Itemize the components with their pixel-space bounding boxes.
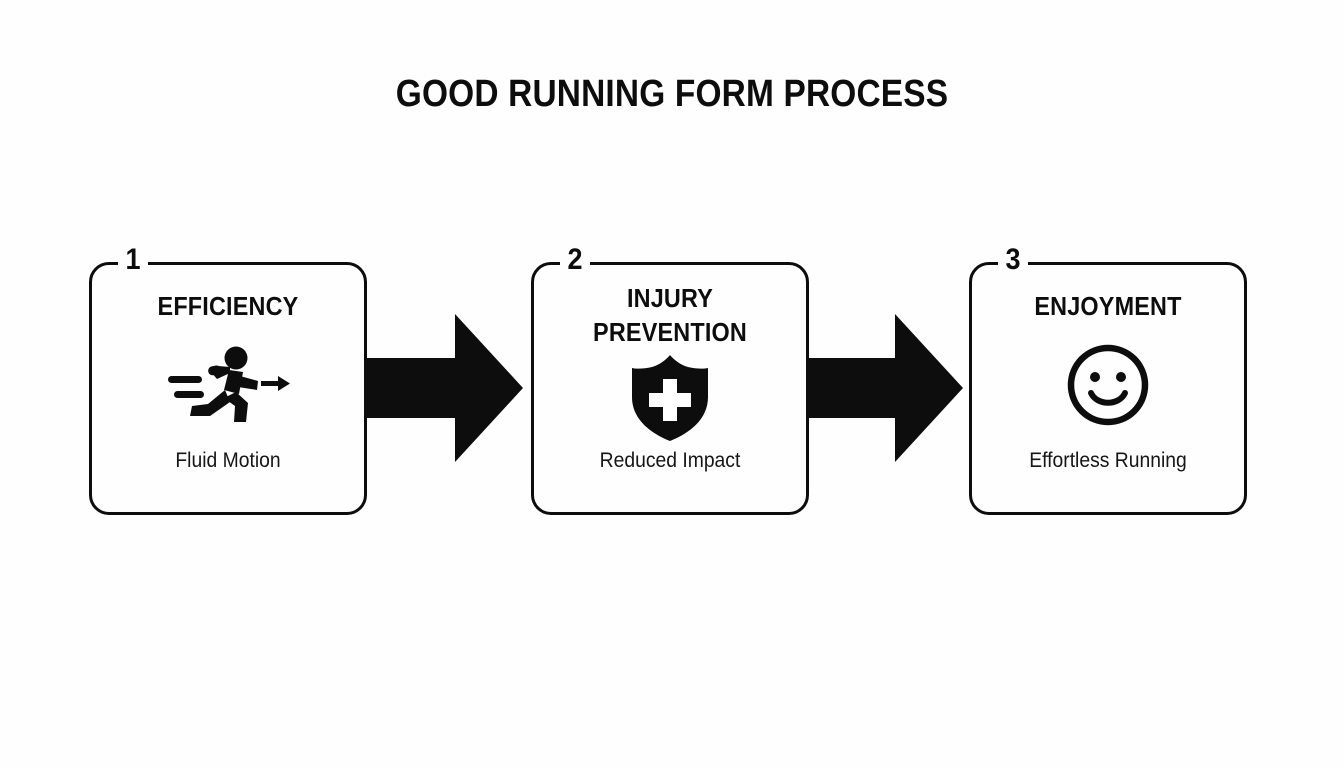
card-content-2: INJURY PREVENTION Reduced Impact [534,265,806,512]
step-number-3: 3 [1005,243,1021,276]
step-number-border-gap-3 [998,259,1028,271]
step-caption-1: Fluid Motion [175,449,281,472]
process-step-card-2[interactable]: 2 INJURY PREVENTION Reduced Impact [531,243,809,515]
arrow-right-icon-2 [807,314,963,462]
process-step-card-3[interactable]: 3 ENJOYMENT Effortless Running [969,243,1247,515]
step-number-border-gap-1 [118,259,148,271]
step-caption-3: Effortless Running [1029,449,1187,472]
step-number-border-gap-2 [560,259,590,271]
step-number-2: 2 [567,243,583,276]
step-heading-2: INJURY PREVENTION [593,283,747,347]
running-person-icon [92,321,364,448]
step-heading-3: ENJOYMENT [1034,291,1182,321]
shield-plus-icon [534,347,806,448]
step-heading-1: EFFICIENCY [157,291,299,321]
step-number-1: 1 [125,243,141,276]
arrow-right-icon-1 [367,314,523,462]
process-step-card-1[interactable]: 1 EFFICIENCY [89,243,367,515]
page-title: GOOD RUNNING FORM PROCESS [395,73,949,115]
card-content-3: ENJOYMENT Effortless Running [972,265,1244,512]
step-caption-2: Reduced Impact [599,449,741,472]
card-content-1: EFFICIENCY [92,265,364,512]
smiley-face-icon [972,321,1244,448]
